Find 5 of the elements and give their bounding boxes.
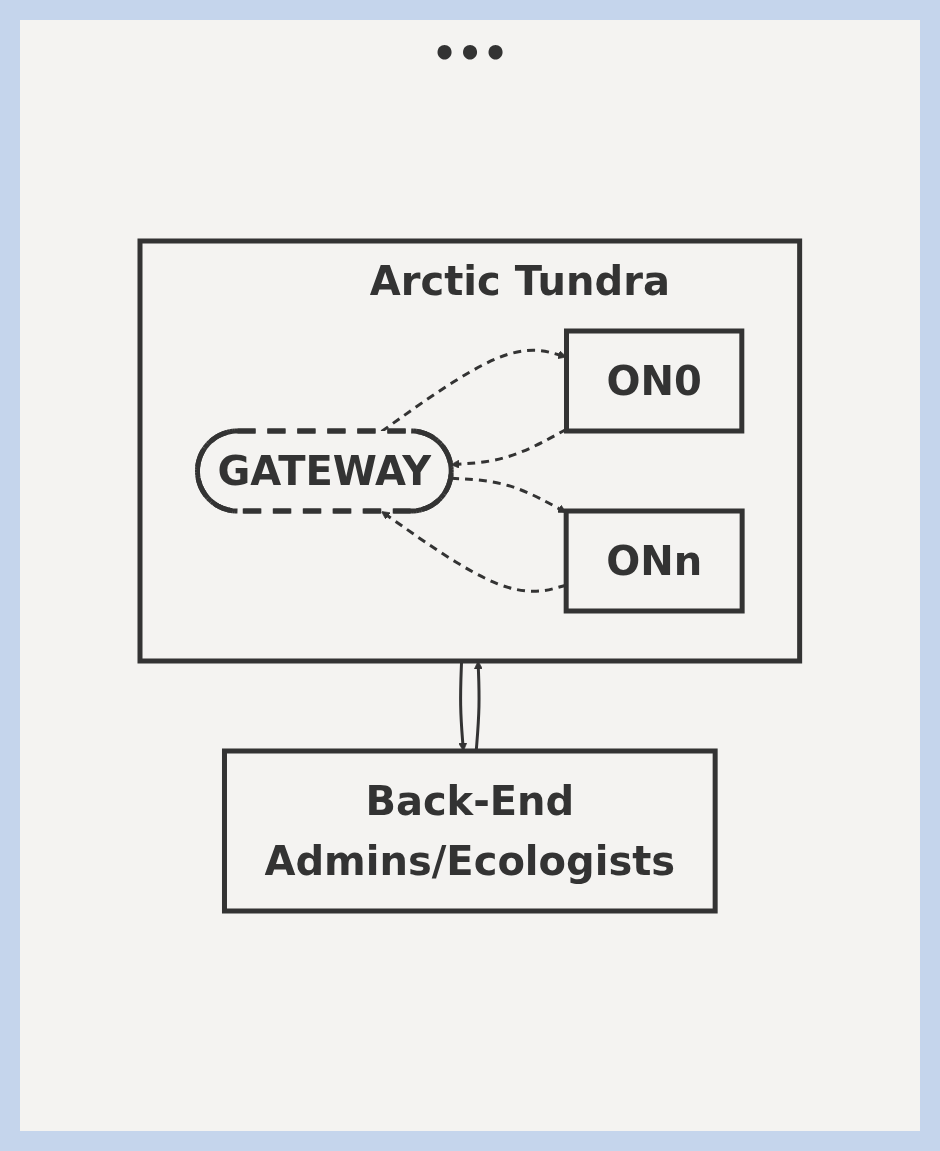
node-box: ONn [563,508,745,614]
arrow [451,476,567,513]
node-box: Back-End Admins/Ecologists [222,748,718,914]
node-box: ON0 [564,328,745,434]
ellipsis-text: ••• [431,30,509,76]
